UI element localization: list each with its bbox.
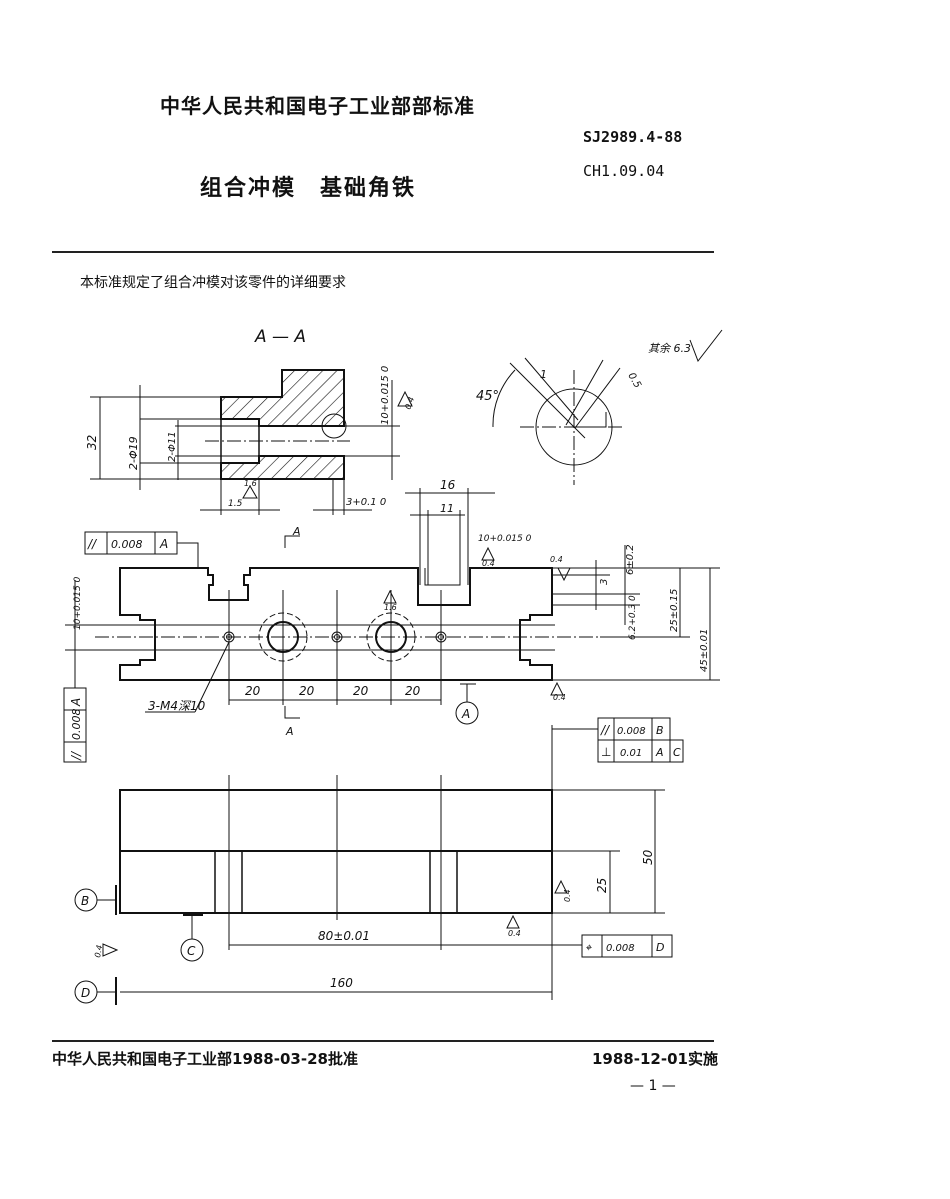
effective-date: 1988-12-01实施 [592, 1050, 718, 1068]
dim-pitch: 20 [299, 684, 315, 698]
datum-ref: A [69, 698, 83, 707]
roughness-slot-plan: 0.4 [482, 559, 495, 568]
tolerance-frame-position: ⌖ 0.008 D [581, 934, 673, 958]
dim-50: 50 [641, 849, 655, 865]
section-view: A — A 32 2-Φ19 2-Φ11 10+0.015 0 0.4 1.5 … [85, 327, 416, 515]
angle-45: 45° [476, 389, 499, 404]
perpendicular-symbol: ⊥ [601, 745, 611, 759]
dim-45: 45±0.01 [699, 629, 710, 672]
dim-80: 80±0.01 [318, 929, 370, 943]
tolerance-value: 0.01 [620, 748, 642, 759]
dim-pitch: 20 [353, 684, 369, 698]
roughness-side: 0.4 [553, 693, 566, 702]
issuing-organization: 中华人民共和国电子工业部部标准 [160, 94, 475, 118]
datum-ref: C [673, 746, 681, 759]
dim-11: 11 [440, 502, 454, 515]
roughness-left: 0.4 [93, 944, 104, 958]
parallel-symbol: // [87, 537, 98, 551]
roughness-right: 0.4 [563, 889, 572, 902]
datum-c: C [187, 944, 196, 958]
intro-text: 本标准规定了组合冲模对该零件的详细要求 [80, 275, 346, 291]
detail-view: 45° 1 0.5 其余 6.3 [476, 329, 723, 485]
dim-25: 25 [595, 878, 609, 893]
plan-view: 20 20 20 20 3-M4深10 A A A 16 11 10+0.015… [63, 478, 720, 763]
parallel-symbol: // [69, 750, 83, 761]
dim-1-5: 1.5 [228, 499, 243, 509]
datum-ref: B [656, 724, 664, 737]
dim-slot: 10+0.015 0 [380, 366, 391, 425]
roughness-top: 0.4 [550, 555, 563, 564]
dim-counterbore: 2-Φ19 [127, 436, 140, 470]
datum-ref: D [656, 941, 664, 954]
dim-pitch: 20 [245, 684, 261, 698]
dim-pitch: 20 [405, 684, 421, 698]
roughness-1-6: 1.6 [244, 479, 257, 488]
dim-6: 6±0.2 [625, 544, 636, 575]
dim-3: 3+0.1 0 [346, 497, 386, 508]
datum-d: D [81, 986, 90, 1000]
tolerance-frame-right: // 0.008 B ⊥ 0.01 A C [552, 717, 684, 763]
tolerance-frame-left: // 0.008 A [63, 580, 87, 763]
dim-25-plan: 25±0.15 [669, 589, 680, 632]
dim-32: 32 [85, 435, 99, 450]
section-title: A — A [254, 327, 306, 347]
tolerance-value: 0.008 [111, 538, 143, 551]
dim-1: 1 [540, 368, 547, 381]
document-title: 组合冲模 基础角铁 [200, 176, 417, 201]
roughness-1-6-plan: 1.6 [384, 603, 397, 612]
tolerance-value: 0.008 [606, 943, 635, 954]
front-view: // 0.008 B ⊥ 0.01 A C 50 25 0.4 0.4 0.4 … [74, 717, 684, 1005]
dim-16: 16 [440, 478, 456, 492]
roughness-bottom: 0.4 [508, 929, 521, 938]
tolerance-frame-top: // 0.008 A [84, 531, 199, 568]
standard-number: SJ2989.4-88 [583, 128, 683, 146]
parallel-symbol: // [600, 723, 611, 737]
roughness-rest: 其余 6.3 [648, 342, 691, 355]
position-symbol: ⌖ [585, 941, 592, 954]
dim-hole: 2-Φ11 [167, 431, 178, 462]
dim-0-5: 0.5 [625, 371, 642, 390]
page-number: — 1 — [630, 1078, 676, 1094]
dim-6-2: 6.2+0.3 0 [628, 595, 638, 640]
section-mark-top: A [292, 525, 301, 538]
approval-note: 中华人民共和国电子工业部1988-03-28批准 [52, 1050, 358, 1068]
tolerance-value: 0.008 [70, 709, 83, 741]
datum-a-label: A [461, 707, 470, 721]
dim-3-plan: 3 [599, 579, 610, 585]
dim-160: 160 [330, 976, 353, 990]
datum-ref: A [159, 537, 168, 551]
datum-b: B [81, 894, 89, 908]
header-divider [52, 251, 714, 253]
thread-note: 3-M4深10 [148, 699, 206, 713]
classification-code: CH1.09.04 [583, 162, 665, 180]
section-mark-bottom: A [285, 725, 294, 738]
footer-divider [52, 1040, 714, 1042]
tolerance-value: 0.008 [617, 726, 646, 737]
dim-slot-plan: 10+0.015 0 [478, 534, 532, 544]
datum-a [455, 701, 479, 725]
datum-ref: A [655, 746, 664, 759]
dim-slot-left: 10+0.015 0 [73, 576, 83, 630]
roughness-slot: 0.4 [403, 396, 416, 411]
